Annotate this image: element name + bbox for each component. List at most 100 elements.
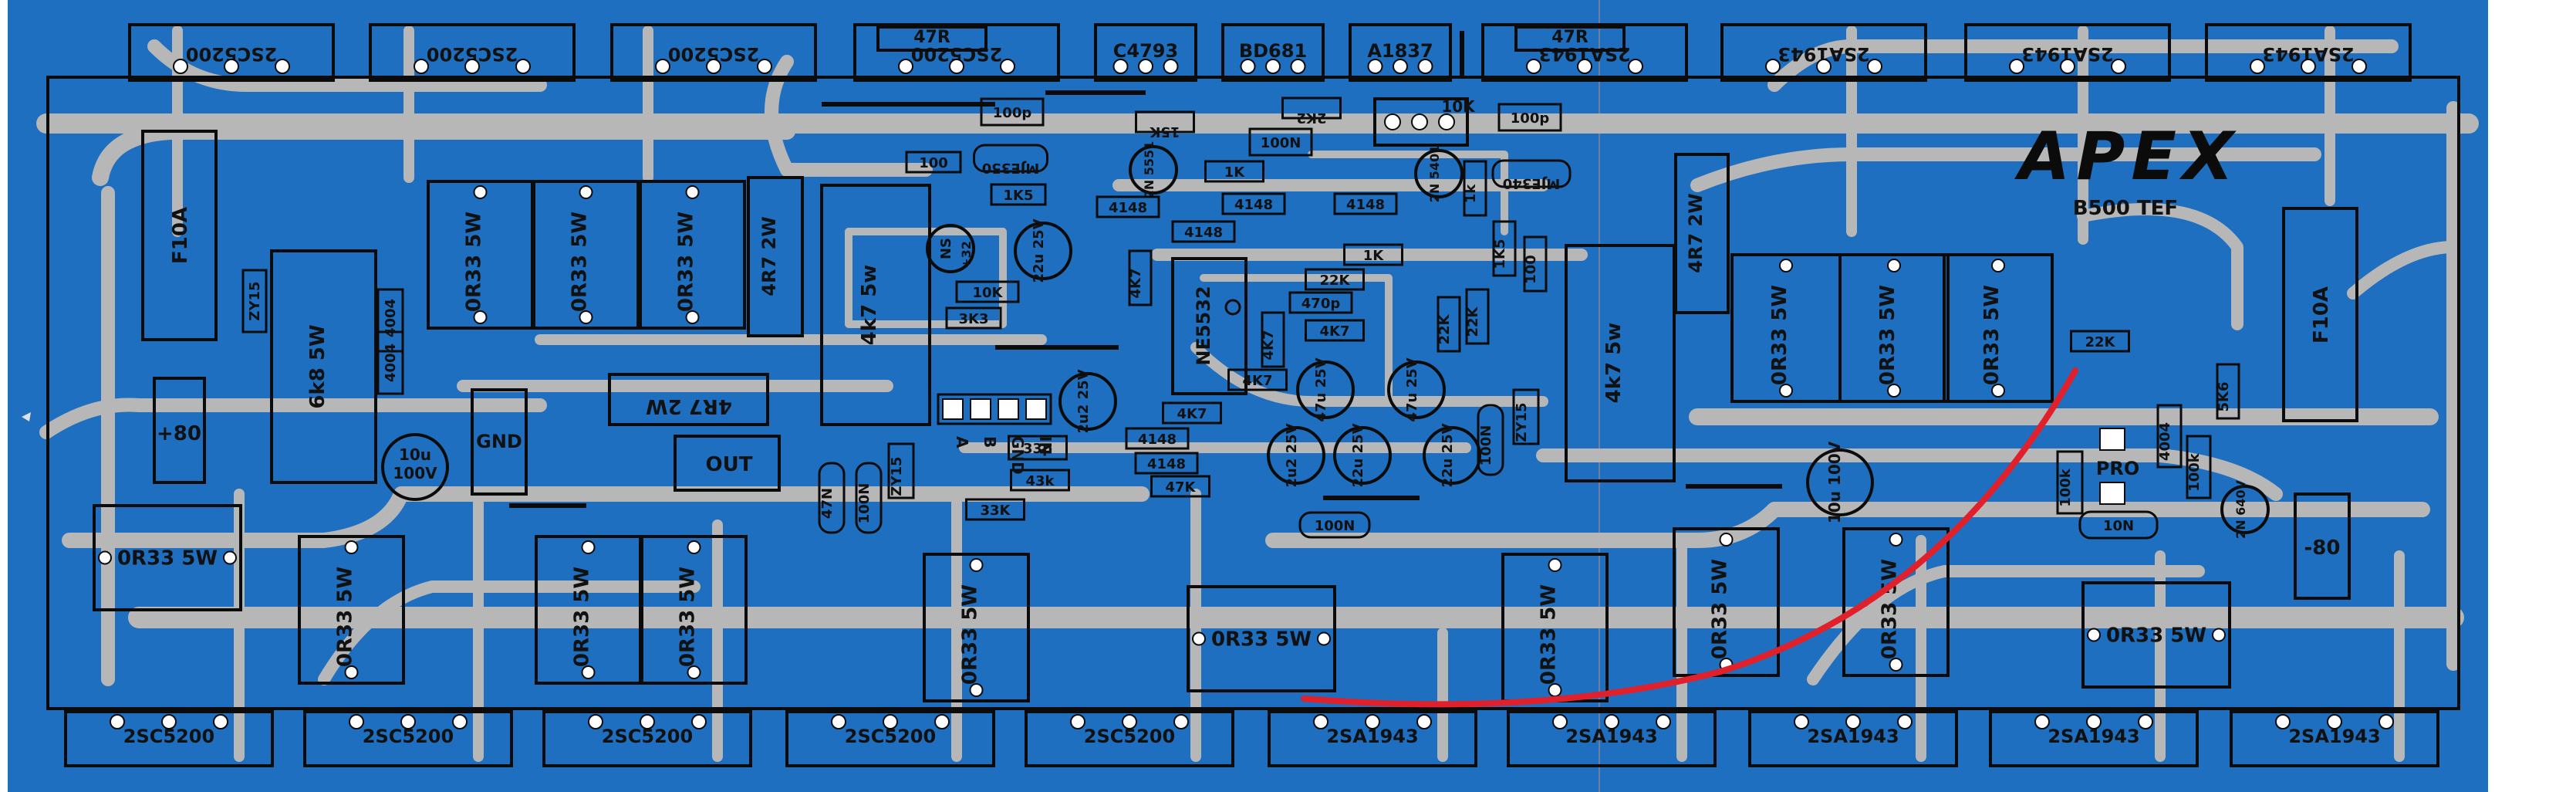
pad	[1897, 714, 1913, 729]
pad	[1416, 714, 1432, 729]
pad	[831, 714, 846, 729]
top-transistor: C4793	[1094, 23, 1197, 82]
pad	[452, 714, 468, 729]
pad	[349, 714, 364, 729]
pad	[1816, 59, 1832, 74]
pad	[161, 714, 177, 729]
small-component: 33p	[1008, 435, 1068, 461]
small-component: 100N	[855, 462, 883, 534]
small-component-label: 22K	[1320, 272, 1351, 289]
top-transistor: A1837	[1349, 23, 1452, 82]
fuse-left-label: F10A	[169, 207, 192, 264]
emitter-resistor: 0R33 5W	[2081, 581, 2231, 689]
emitter-resistor-label: 0R33 5W	[571, 567, 594, 667]
input-a-label: A	[953, 436, 971, 448]
pad	[2327, 714, 2342, 729]
c10u-a-voltage: 100V	[393, 464, 437, 482]
emitter-resistor-label: 0R33 5W	[117, 547, 218, 570]
pad	[1656, 714, 1671, 729]
small-component: 33K	[965, 498, 1025, 521]
small-component-label: 4K7	[1177, 406, 1207, 422]
pad	[655, 59, 670, 74]
c2u2-b-label: 2u2 25V	[1284, 423, 1300, 487]
pad	[2009, 59, 2024, 74]
c22u-b-label: 22u 25V	[1440, 423, 1456, 487]
input-in-label: IN	[1036, 436, 1055, 455]
small-component: 47K	[1150, 475, 1210, 498]
r6k8-label: 6k8 5W	[306, 324, 329, 408]
vminus-label: -80	[2304, 536, 2341, 560]
emitter-resistor-group: 0R33 5W 0R33 5W 0R33 5W 0R33 5W 0R33 5W 0R33 …	[93, 180, 2231, 702]
pad	[1577, 59, 1592, 74]
c2n-label: 2N 640V	[2233, 479, 2248, 538]
pad	[1173, 714, 1189, 729]
pad	[1163, 59, 1179, 74]
small-component-label: 100N	[1315, 518, 1356, 534]
emitter-resistor-label: 0R33 5W	[1980, 285, 2004, 385]
small-component-label: 47N	[819, 488, 836, 519]
emitter-resistor: 0R33 5W	[532, 180, 640, 330]
pad	[464, 59, 480, 74]
pad	[224, 59, 239, 74]
small-component-label: 22K	[2085, 334, 2116, 350]
pad	[898, 59, 913, 74]
top-transistor: 2SC5200	[128, 23, 335, 82]
r47-top-left-label: 47R	[913, 28, 950, 47]
pad	[2138, 714, 2153, 729]
small-component: 1K5	[990, 183, 1047, 206]
pad	[1867, 59, 1882, 74]
pad	[1845, 714, 1861, 729]
input-header	[937, 393, 1052, 425]
pad	[275, 59, 290, 74]
small-component-label: 4K7	[1243, 373, 1273, 389]
emitter-resistor: 0R33 5W	[640, 535, 748, 685]
bottom-transistor: 2SC5200	[542, 710, 752, 767]
pad	[2275, 714, 2291, 729]
small-component-label: 470p	[1302, 296, 1341, 312]
small-component: 22K	[1465, 288, 1490, 345]
pad	[1628, 59, 1643, 74]
emitter-resistor-label: 0R33 5W	[1538, 584, 1561, 685]
fuse-right-label: F10A	[2310, 286, 2333, 344]
small-component-label: 15K	[1149, 124, 1180, 140]
c47u-b-label: 47u 25V	[1404, 357, 1420, 421]
input-b-label: B	[981, 436, 999, 448]
small-component-label: 33p	[1023, 441, 1052, 457]
r47-top-right-label: 47R	[1551, 28, 1588, 47]
small-component-label: 4148	[1147, 456, 1186, 472]
small-component: 22K	[2070, 330, 2130, 353]
small-component: 10K	[955, 280, 1020, 303]
pad	[213, 714, 228, 729]
small-component-label: 100N	[856, 483, 873, 524]
vminus-connector	[2294, 492, 2351, 600]
top-transistor: 2SC5200	[369, 23, 576, 82]
emitter-resistor-label: 0R33 5W	[959, 584, 982, 685]
emitter-resistor: 0R33 5W	[1673, 527, 1780, 677]
pad	[2250, 59, 2265, 74]
board-outline	[46, 76, 2460, 710]
bottom-transistor: 2SC5200	[64, 710, 274, 767]
small-component-label: 100N	[1478, 425, 1494, 466]
small-component: 100	[905, 151, 962, 174]
small-component-label: 100p	[993, 105, 1032, 121]
small-component: 100k	[2056, 450, 2084, 515]
c47u-a-label: 47u 25V	[1313, 357, 1329, 421]
ne5532-ic	[1171, 257, 1247, 395]
emitter-resistor-label: 0R33 5W	[1211, 628, 1312, 652]
top-transistor: 2SA1943	[1964, 23, 2171, 82]
emitter-resistor-label: 0R33 5W	[2106, 624, 2206, 648]
ns-label: NS	[938, 238, 954, 259]
pad	[173, 59, 188, 74]
small-component-label: 1K	[1224, 164, 1246, 181]
pad	[934, 714, 950, 729]
small-component-label: 4004	[2157, 422, 2173, 461]
small-component-label: 2K2	[1297, 110, 1327, 126]
small-component-label: ZY15	[889, 456, 905, 496]
small-component-label: 22K	[1465, 306, 1481, 337]
pro-pad-b	[2099, 482, 2125, 505]
small-component: 15K	[1135, 110, 1195, 140]
pad	[1526, 59, 1541, 74]
top-transistor-label: C4793	[1113, 40, 1178, 62]
small-component: ZY15	[1512, 388, 1540, 445]
